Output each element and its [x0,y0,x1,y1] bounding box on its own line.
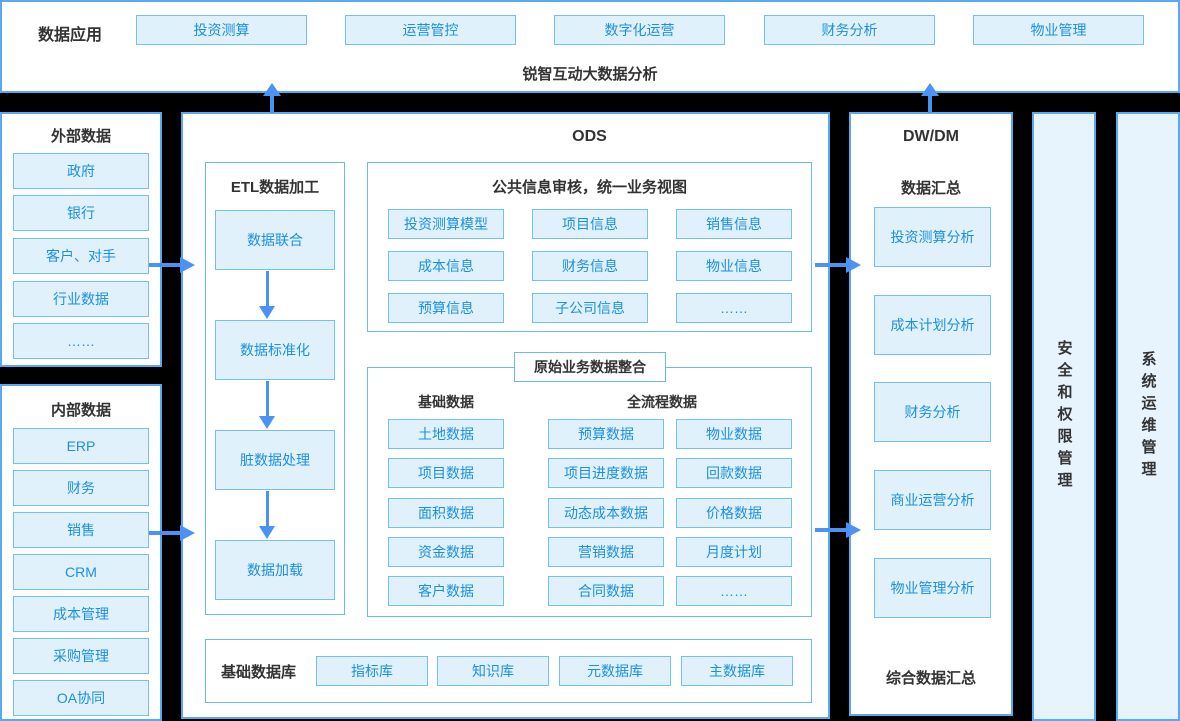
security-permission-label: 安全和权限管理 [1055,339,1073,494]
base-item-knowledge-db: 知识库 [437,656,549,686]
arrow-down-icon [259,491,275,539]
arrow-down-icon [259,381,275,429]
arrow-up-ods-to-apps-icon [263,83,281,113]
external-data-panel: 外部数据 政府 银行 客户、对手 行业数据 …… [0,112,162,367]
dwdm-panel: DW/DM 数据汇总 投资测算分析 成本计划分析 财务分析 商业运营分析 物业管… [849,112,1013,716]
app-button-digital-operation: 数字化运营 [554,15,725,45]
public-info-title: 公共信息审核，统一业务视图 [491,178,687,196]
ods-panel: ODS ETL数据加工 数据联合 数据标准化 脏数据处理 数据加载 公共信息审核… [181,112,830,719]
internal-item-sales: 销售 [13,512,149,548]
raw-business-title: 原始业务数据整合 [514,352,666,382]
comprehensive-summary-label: 综合数据汇总 [885,669,976,687]
etl-title: ETL数据加工 [230,178,320,196]
public-item-sales-info: 销售信息 [676,209,792,239]
basic-item-customer: 客户数据 [388,576,504,606]
base-database-title: 基础数据库 [220,663,296,681]
dwdm-item-property-mgmt-analysis: 物业管理分析 [874,558,991,618]
full-item-budget: 预算数据 [548,419,664,449]
arrow-up-dwdm-to-apps-icon [921,83,939,113]
full-item-price: 价格数据 [676,498,792,528]
dwdm-item-finance-analysis: 财务分析 [874,382,991,442]
base-item-metadata-db: 元数据库 [559,656,671,686]
basic-item-project: 项目数据 [388,458,504,488]
internal-data-title: 内部数据 [50,401,111,419]
dwdm-item-investment-analysis: 投资测算分析 [874,207,991,267]
arrow-right-internal-to-ods-icon [149,525,195,541]
internal-item-procurement: 采购管理 [13,638,149,674]
public-item-budget-info: 预算信息 [388,293,504,323]
etl-step-load: 数据加载 [215,540,335,600]
public-item-finance-info: 财务信息 [532,251,648,281]
external-item-bank: 银行 [13,195,149,231]
app-layer-title: 数据应用 [37,27,102,44]
app-button-property-management: 物业管理 [973,15,1144,45]
arrow-right-ods-to-dwdm-top-icon [815,257,861,273]
dwdm-title: DW/DM [903,128,959,145]
app-button-operation-control: 运营管控 [345,15,516,45]
ods-title: ODS [572,128,607,145]
system-operation-bar: 系统运维管理 [1116,112,1180,721]
public-item-more: …… [676,293,792,323]
external-item-industry: 行业数据 [13,281,149,317]
full-item-project-progress: 项目进度数据 [548,458,664,488]
public-item-cost-info: 成本信息 [388,251,504,281]
basic-item-area: 面积数据 [388,498,504,528]
full-item-property: 物业数据 [676,419,792,449]
etl-box: ETL数据加工 数据联合 数据标准化 脏数据处理 数据加载 [205,162,345,615]
full-item-more: …… [676,576,792,606]
internal-item-oa: OA协同 [13,680,149,716]
base-item-master-db: 主数据库 [681,656,793,686]
internal-item-crm: CRM [13,554,149,590]
public-info-box: 公共信息审核，统一业务视图 投资测算模型 项目信息 销售信息 成本信息 财务信息… [367,162,812,332]
dwdm-item-business-operation-analysis: 商业运营分析 [874,470,991,530]
dwdm-item-cost-plan-analysis: 成本计划分析 [874,295,991,355]
public-item-subsidiary-info: 子公司信息 [532,293,648,323]
etl-step-dirty-data: 脏数据处理 [215,430,335,490]
arrow-right-external-to-ods-icon [149,257,195,273]
public-item-property-info: 物业信息 [676,251,792,281]
internal-item-cost-mgmt: 成本管理 [13,596,149,632]
full-item-dynamic-cost: 动态成本数据 [548,498,664,528]
arrow-down-icon [259,271,275,319]
etl-step-standardize: 数据标准化 [215,320,335,380]
public-item-investment-model: 投资测算模型 [388,209,504,239]
basic-item-land: 土地数据 [388,419,504,449]
product-title: 锐智互动大数据分析 [522,65,658,83]
full-process-header: 全流程数据 [627,394,697,410]
external-item-more: …… [13,323,149,359]
system-operation-label: 系统运维管理 [1139,350,1157,483]
full-item-contract: 合同数据 [548,576,664,606]
security-permission-bar: 安全和权限管理 [1032,112,1096,721]
app-button-finance-analysis: 财务分析 [764,15,935,45]
data-summary-title: 数据汇总 [900,179,961,197]
external-item-customers: 客户、对手 [13,238,149,274]
internal-item-erp: ERP [13,428,149,464]
full-item-repayment: 回款数据 [676,458,792,488]
basic-data-header: 基础数据 [418,394,474,410]
internal-data-panel: 内部数据 ERP 财务 销售 CRM 成本管理 采购管理 OA协同 [0,384,162,721]
app-layer-bar: 数据应用 投资测算 运营管控 数字化运营 财务分析 物业管理 锐智互动大数据分析 [0,0,1180,93]
full-item-monthly-plan: 月度计划 [676,537,792,567]
full-item-marketing: 营销数据 [548,537,664,567]
internal-item-finance: 财务 [13,470,149,506]
raw-business-box: 原始业务数据整合 基础数据 全流程数据 土地数据 项目数据 面积数据 资金数据 … [367,352,812,617]
public-item-project-info: 项目信息 [532,209,648,239]
arrow-right-ods-to-dwdm-bottom-icon [815,522,861,538]
external-data-title: 外部数据 [50,127,111,145]
external-item-government: 政府 [13,153,149,189]
basic-item-capital: 资金数据 [388,537,504,567]
etl-step-union: 数据联合 [215,210,335,270]
app-button-investment-calc: 投资测算 [136,15,307,45]
base-item-indicator-db: 指标库 [316,656,428,686]
base-database-box: 基础数据库 指标库 知识库 元数据库 主数据库 [205,639,812,703]
